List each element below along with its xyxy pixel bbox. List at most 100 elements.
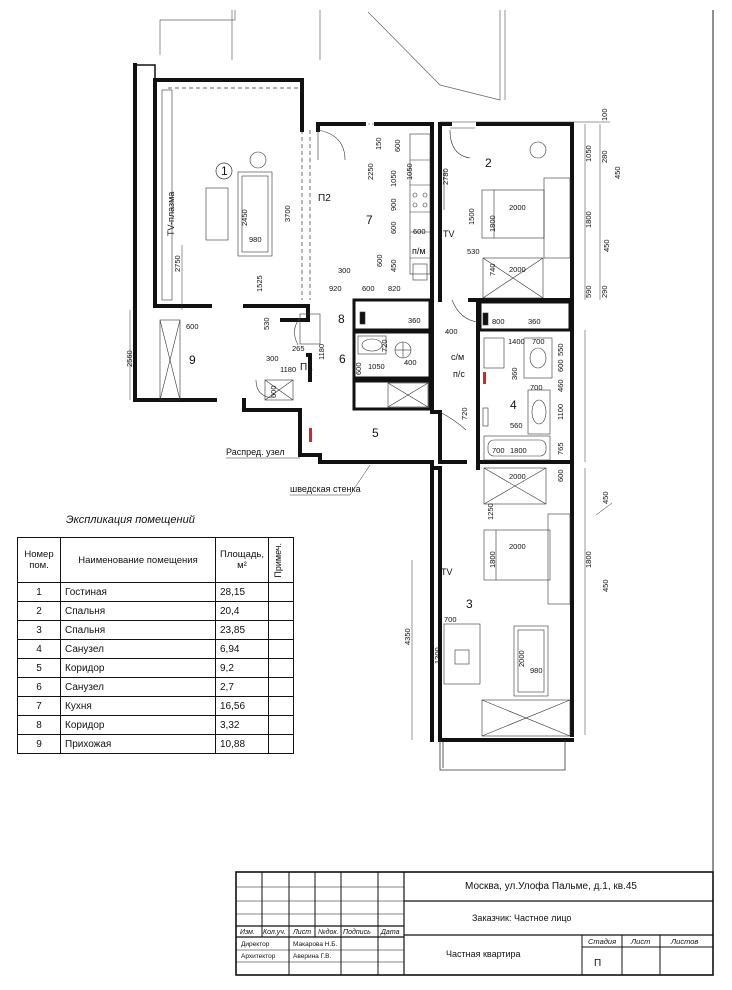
dim-text: 980 xyxy=(530,666,543,675)
dim-text: 400 xyxy=(445,327,458,336)
legend-cell-name: Гостиная xyxy=(60,582,216,602)
legend-cell-note xyxy=(268,734,294,754)
legend-cell-note xyxy=(268,620,294,640)
furniture-kitchen xyxy=(299,133,431,345)
furniture-living xyxy=(159,89,294,401)
title-block xyxy=(235,871,714,976)
legend-header-num: Номер пом. xyxy=(17,537,61,583)
stamp-col-data: Дата xyxy=(380,929,400,936)
title-block-texts: Москва, ул.Улофа Пальме, д.1, кв.45 Зака… xyxy=(240,880,698,969)
legend-cell-name: Кухня xyxy=(60,696,216,716)
door-label-p2: П2 xyxy=(318,193,331,204)
partition-dashed xyxy=(168,87,311,300)
dim-text: 600 xyxy=(393,139,402,152)
dim-text: 2000 xyxy=(509,542,526,551)
legend-cell-num: 8 xyxy=(17,715,61,735)
legend-cell-note xyxy=(268,696,294,716)
dim-text: 280 xyxy=(600,150,609,163)
dim-text: 530 xyxy=(467,247,480,256)
dim-text: 720 xyxy=(460,407,469,420)
dim-text: 150 xyxy=(374,137,383,150)
legend-cell-num: 9 xyxy=(17,734,61,754)
dim-text: 450 xyxy=(601,579,610,592)
furniture-bedroom-3 xyxy=(443,467,571,737)
dimension-lines xyxy=(129,121,613,740)
legend-cell-num: 4 xyxy=(17,639,61,659)
dim-text: 765 xyxy=(556,442,565,455)
stamp-col-ndok: №док. xyxy=(318,928,339,936)
stamp-name-architect: Аверина Г.В. xyxy=(293,953,331,960)
legend-cell-area: 23,85 xyxy=(215,620,269,640)
furniture-bathroom-6 xyxy=(357,311,489,408)
room-number-3: 3 xyxy=(466,597,473,611)
dim-text: 700 xyxy=(444,615,457,624)
door-label-p1: П1 xyxy=(300,362,313,373)
dim-text: 700 xyxy=(532,337,545,346)
dim-text: 1500 xyxy=(467,208,476,225)
legend-cell-area: 6,94 xyxy=(215,639,269,659)
dim-text: 100 xyxy=(600,108,609,121)
legend-cell-num: 3 xyxy=(17,620,61,640)
dim-text: 300 xyxy=(266,354,279,363)
dim-text: 600 xyxy=(375,254,384,267)
label-tv-bedroom3: TV xyxy=(441,567,453,577)
dim-text: 1050 xyxy=(405,163,414,180)
room-number-1: 1 xyxy=(221,164,228,178)
dim-text: 600 xyxy=(362,284,375,293)
legend-header-area: Площадь, м² xyxy=(215,537,269,583)
legend-cell-num: 5 xyxy=(17,658,61,678)
dim-text: 600 xyxy=(413,227,426,236)
stamp-stage-value: П xyxy=(594,958,601,969)
dim-text: 740 xyxy=(488,263,497,276)
stamp-role-architect: Архитектор xyxy=(241,953,276,960)
label-swedish-wall: шведская стенка xyxy=(290,484,361,494)
dim-text: 2000 xyxy=(509,203,526,212)
dim-text: 1250 xyxy=(486,503,495,520)
room-number-2: 2 xyxy=(485,156,492,170)
dim-text: 1200 xyxy=(433,647,442,664)
legend-header-note: Примеч. xyxy=(268,537,294,583)
room-numbers: 1 2 3 4 5 6 7 8 9 xyxy=(189,156,517,611)
dim-text: 920 xyxy=(329,284,342,293)
riser-mark xyxy=(483,372,486,384)
dim-text: 530 xyxy=(262,317,271,330)
dim-text: 2450 xyxy=(240,209,249,226)
furniture-bathroom-4 xyxy=(482,337,553,461)
dim-text: 450 xyxy=(602,239,611,252)
rooms-legend-table: Номер пом. Наименование помещения Площад… xyxy=(17,537,294,754)
doors xyxy=(255,123,479,431)
legend-cell-name: Коридор xyxy=(60,715,216,735)
dim-text: 4350 xyxy=(403,628,412,645)
dim-text: 800 xyxy=(492,317,505,326)
dim-text: 1525 xyxy=(255,275,264,292)
dim-text: 820 xyxy=(388,284,401,293)
distrib-node-mark xyxy=(309,428,312,442)
walls xyxy=(133,63,574,742)
legend-title: Экспликация помещений xyxy=(66,514,195,526)
label-tv-bedroom2: TV xyxy=(443,229,455,239)
dim-text: 1180 xyxy=(317,344,326,360)
dim-text: 600 xyxy=(556,359,565,372)
legend-cell-area: 3,32 xyxy=(215,715,269,735)
stamp-role-director: Директор xyxy=(241,941,270,948)
furniture-bedroom-2 xyxy=(443,141,571,299)
legend-cell-note xyxy=(268,658,294,678)
legend-cell-note xyxy=(268,715,294,735)
dim-text: 360 xyxy=(528,317,541,326)
dim-text: 400 xyxy=(404,358,417,367)
stamp-col-list: Лист xyxy=(292,929,311,936)
dim-text: 290 xyxy=(600,285,609,298)
building-context xyxy=(159,10,506,101)
dim-text: 720 xyxy=(380,339,389,352)
dim-text: 300 xyxy=(338,266,351,275)
dim-text: 1400 xyxy=(508,337,525,346)
dim-text: 2780 xyxy=(441,168,450,185)
dim-text: 1050 xyxy=(584,145,593,162)
room-number-9: 9 xyxy=(189,353,196,367)
